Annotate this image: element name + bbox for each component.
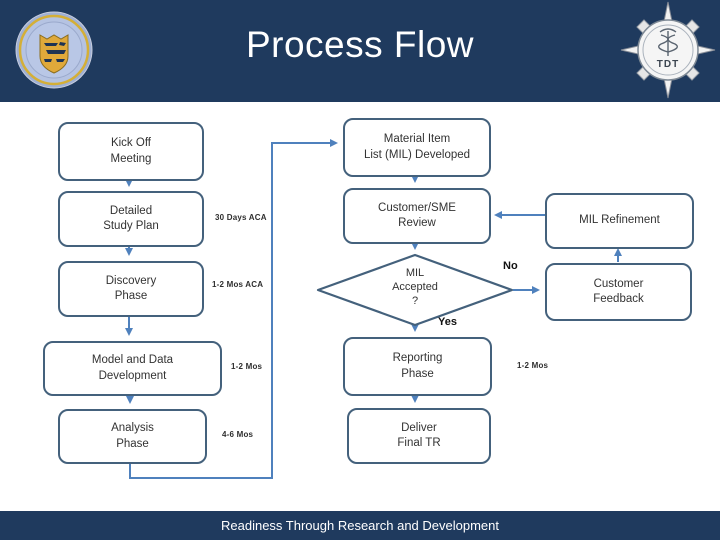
flow-box-analysis-phase-label: Analysis Phase	[111, 422, 154, 450]
flow-box-customer-sme-review-label: Customer/SME Review	[378, 201, 456, 229]
flow-box-kickoff-label: Kick Off Meeting	[110, 137, 152, 165]
header-band	[0, 0, 720, 102]
seal-helicopter-silhouette	[59, 42, 66, 46]
footer-band: Readiness Through Research and Developme…	[0, 511, 720, 540]
tdt-compass-logo: TDT	[620, 1, 716, 99]
flow-box-mil-developed: Material Item List (MIL) Developed	[343, 118, 491, 177]
flow-box-analysis-phase: Analysis Phase	[58, 409, 207, 464]
flow-box-mil-refinement: MIL Refinement	[545, 193, 694, 249]
flow-box-reporting-phase: Reporting Phase	[343, 337, 492, 396]
flow-box-detailed-study-plan: Detailed Study Plan	[58, 191, 204, 247]
seal-ship-silhouette-1	[44, 43, 58, 46]
flow-box-mil-developed-label: Material Item List (MIL) Developed	[363, 133, 471, 161]
flow-box-model-data-development-label: Model and Data Development	[91, 354, 174, 382]
page-title: Process Flow	[245, 24, 475, 65]
flow-box-deliver-final-tr: Deliver Final TR	[347, 408, 491, 464]
decision-diamond-label: MIL Accepted ?	[392, 267, 438, 308]
flow-box-kickoff: Kick Off Meeting	[58, 122, 204, 181]
flow-box-customer-feedback: Customer Feedback	[545, 263, 692, 321]
duration-reporting-phase: 1-2 Mos	[517, 361, 549, 370]
flow-box-customer-feedback-label: Customer Feedback	[593, 277, 644, 305]
caduceus-icon	[658, 28, 678, 56]
flow-box-mil-refinement-label: MIL Refinement	[579, 214, 660, 227]
naval-seal-logo	[15, 11, 93, 89]
decision-label-yes: Yes	[438, 316, 457, 328]
flow-box-model-data-development: Model and Data Development	[43, 341, 222, 396]
flow-box-discovery-phase: Discovery Phase	[58, 261, 204, 317]
seal-ship-silhouette-2	[46, 50, 66, 54]
flow-box-discovery-phase-label: Discovery Phase	[105, 274, 157, 302]
tdt-monogram: TDT	[657, 59, 679, 70]
compass-inner-ring	[642, 24, 694, 76]
footer-motto: Readiness Through Research and Developme…	[221, 518, 499, 533]
duration-discovery-phase: 1-2 Mos ACA	[212, 280, 264, 289]
seal-ship-silhouette-3	[44, 59, 52, 62]
duration-detailed-study-plan: 30 Days ACA	[215, 213, 267, 222]
decision-label-no: No	[503, 260, 518, 272]
duration-analysis-phase: 4-6 Mos	[222, 430, 254, 439]
flow-box-customer-sme-review: Customer/SME Review	[343, 188, 491, 244]
flow-box-deliver-final-tr-label: Deliver Final TR	[397, 421, 441, 449]
flow-box-reporting-phase-label: Reporting Phase	[392, 352, 443, 380]
flow-box-detailed-study-plan-label: Detailed Study Plan	[103, 204, 159, 232]
seal-ship-silhouette-4	[56, 59, 65, 62]
duration-model-data-development: 1-2 Mos	[231, 362, 263, 371]
